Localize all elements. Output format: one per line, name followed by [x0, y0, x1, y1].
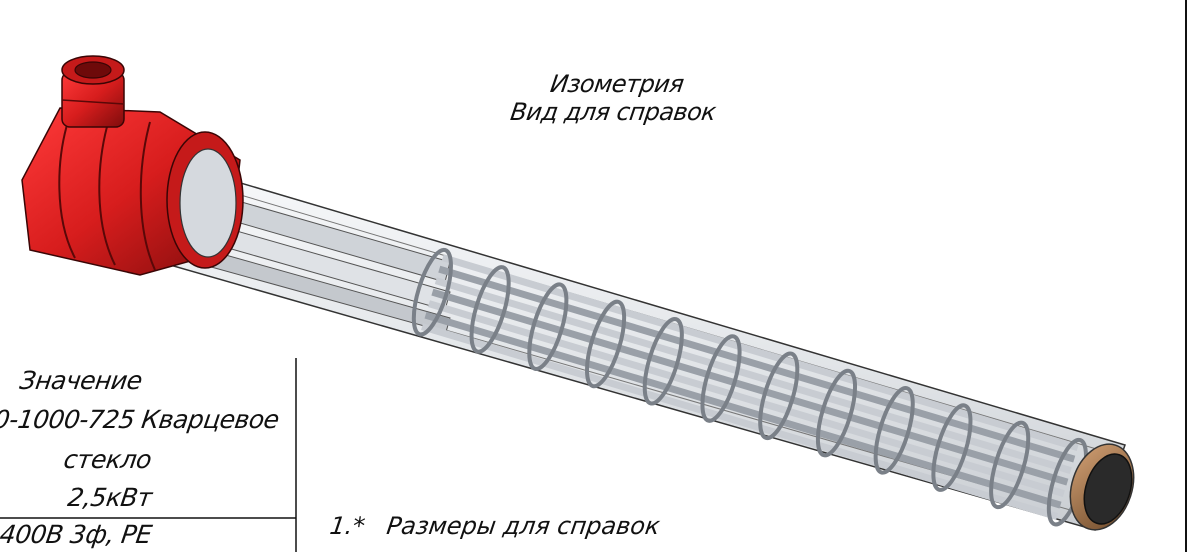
heating-element-coil — [411, 247, 1088, 527]
table-cell-material: стекло — [61, 445, 154, 474]
support-ring — [873, 386, 915, 475]
support-ring — [931, 403, 973, 492]
support-ring — [758, 351, 800, 441]
coil-bar — [431, 288, 1069, 486]
support-ring — [989, 420, 1031, 510]
support-ring — [585, 299, 627, 389]
drawing-note: 1.* Размеры для справок — [328, 512, 662, 540]
terminal-head — [21, 107, 244, 276]
note-text: Размеры для справок — [384, 512, 662, 540]
coil-bar — [434, 277, 1072, 475]
support-ring — [700, 334, 742, 423]
table-header-value: Значение — [17, 366, 144, 395]
table-cell-model: 0-1000-725 Кварцевое — [0, 405, 281, 434]
table-cell-power: 2,5кВт — [65, 483, 154, 512]
note-number: 1.* — [328, 512, 367, 540]
support-ring — [527, 282, 569, 371]
cable-gland — [61, 55, 125, 128]
caption-line-1: Изометрия — [548, 70, 686, 98]
support-ring — [642, 316, 684, 406]
support-ring — [815, 368, 858, 458]
support-ring — [469, 265, 511, 354]
table-cell-voltage: 400В 3ф, PE — [0, 520, 154, 549]
coil-bar — [427, 300, 1065, 498]
view-caption: Изометрия Вид для справок — [496, 70, 734, 126]
end-cap — [1069, 443, 1135, 531]
caption-line-2: Вид для справок — [508, 98, 718, 126]
frame-border-right — [1185, 0, 1187, 552]
support-ring — [411, 247, 453, 337]
